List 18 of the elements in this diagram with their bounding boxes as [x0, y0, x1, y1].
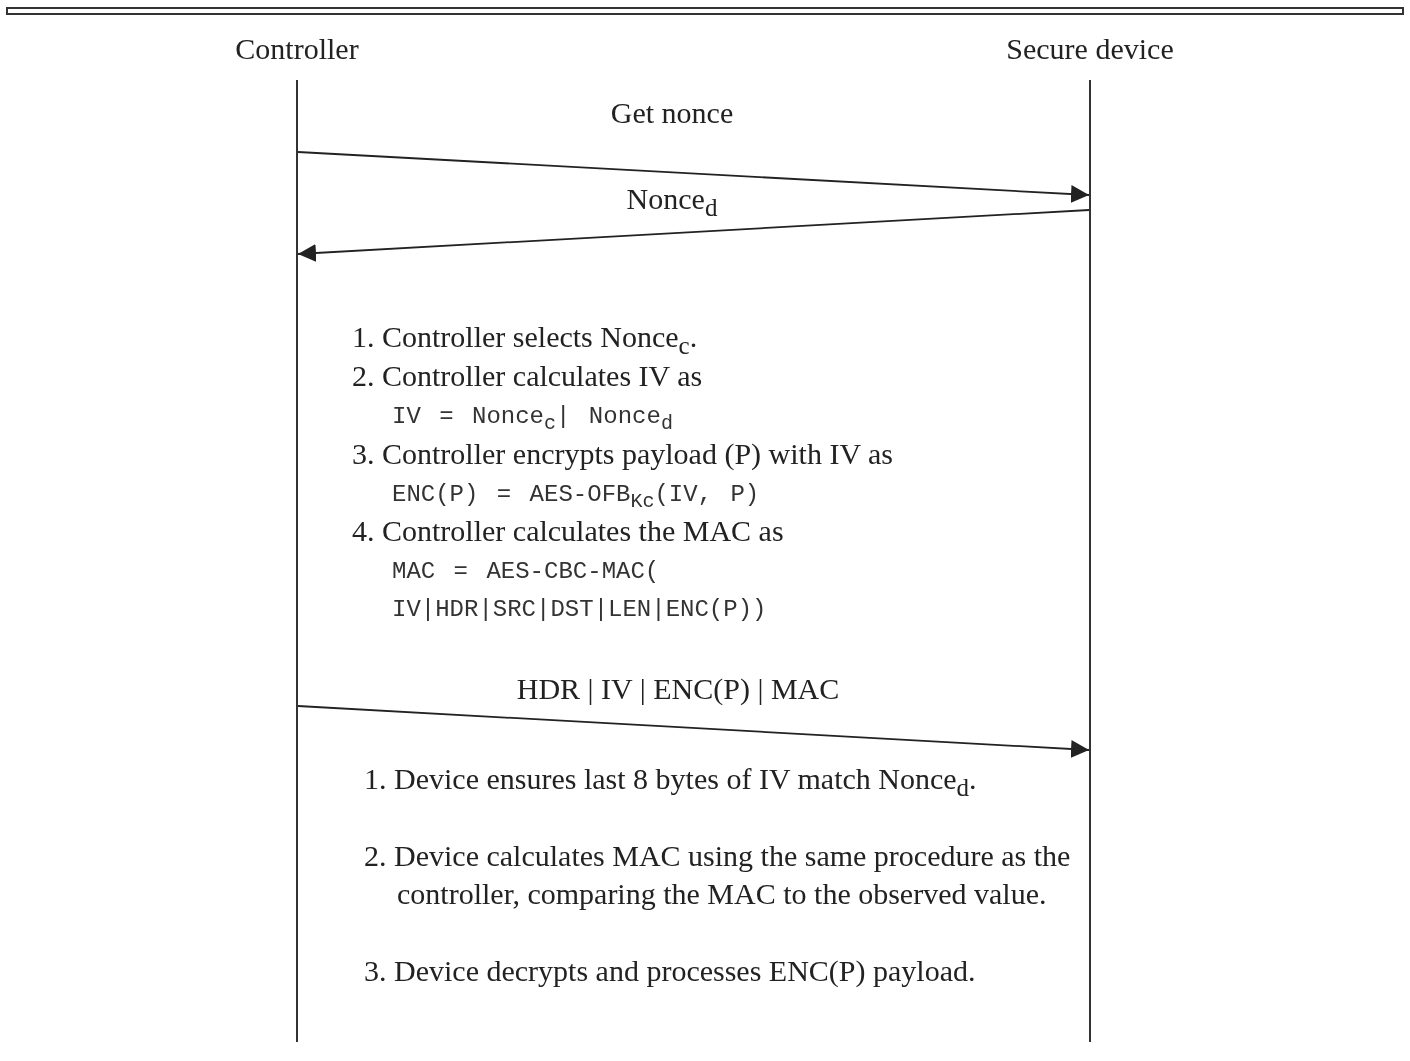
- step-text: 1. Device ensures last 8 bytes of IV match Nonce$_{d}$.: [364, 761, 978, 803]
- lifeline: [1089, 80, 1091, 1042]
- message-arrow: [297, 209, 1090, 262]
- step-text: 3. Device decrypts and processes ENC(P) payload.: [364, 953, 977, 989]
- lifeline-heading: Secure device: [1006, 32, 1174, 66]
- step-text: 2. Controller calculates IV as: [352, 358, 704, 394]
- lifeline: [296, 80, 298, 1042]
- step-text: 2. Device calculates MAC using the same procedure as the controller, comparing the MAC to the observed value.: [364, 838, 1072, 912]
- message-arrow: [297, 151, 1090, 203]
- formula: ENC(P) = AES-OFB$_{Kc}$(IV, P): [392, 480, 761, 515]
- step-text: 4. Controller calculates the MAC as: [352, 513, 785, 549]
- step-text: 1. Controller selects Nonce$_{c}$.: [352, 319, 699, 361]
- message-arrow: [297, 705, 1090, 758]
- lifeline-heading: Controller: [235, 32, 359, 66]
- formula: MAC = AES-CBC-MAC(: [392, 557, 661, 587]
- step-text: 3. Controller encrypts payload (P) with IV as: [352, 436, 894, 472]
- formula: IV = Nonce$_{c}$| Nonce$_{d}$: [392, 402, 674, 437]
- formula: IV|HDR|SRC|DST|LEN|ENC(P)): [392, 595, 768, 625]
